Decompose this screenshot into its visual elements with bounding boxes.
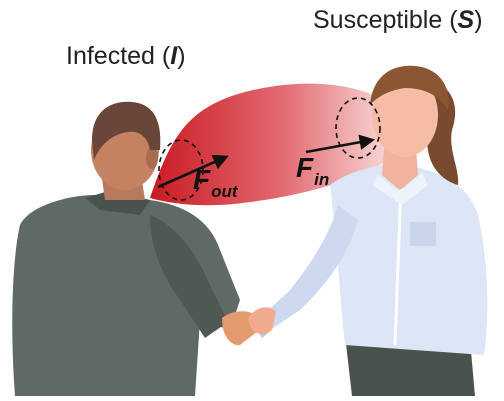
infected-arm — [150, 215, 228, 338]
f-in-label: Fin — [296, 152, 330, 189]
infected-mouth-zone — [158, 139, 204, 201]
infected-ear — [146, 147, 158, 169]
susceptible-arm — [262, 205, 358, 330]
susceptible-hand — [248, 307, 276, 334]
susceptible-collar — [372, 172, 428, 205]
susceptible-nose-zone — [335, 97, 381, 159]
susceptible-placket — [393, 184, 403, 346]
f-out-label: Fout — [193, 164, 238, 201]
f-out-arrow — [157, 154, 229, 189]
susceptible-head — [372, 73, 438, 157]
susceptible-pocket — [410, 222, 436, 246]
susceptible-hair — [370, 65, 449, 110]
susceptible-shirt — [330, 162, 488, 355]
infected-label: Infected (I) — [66, 42, 186, 70]
f-in-arrow — [305, 134, 376, 154]
susceptible-label: Susceptible (S) — [313, 6, 483, 34]
infected-person — [12, 101, 262, 396]
susceptible-person — [248, 65, 488, 396]
infected-hair — [92, 101, 161, 160]
aerosol-cloud — [150, 83, 388, 206]
